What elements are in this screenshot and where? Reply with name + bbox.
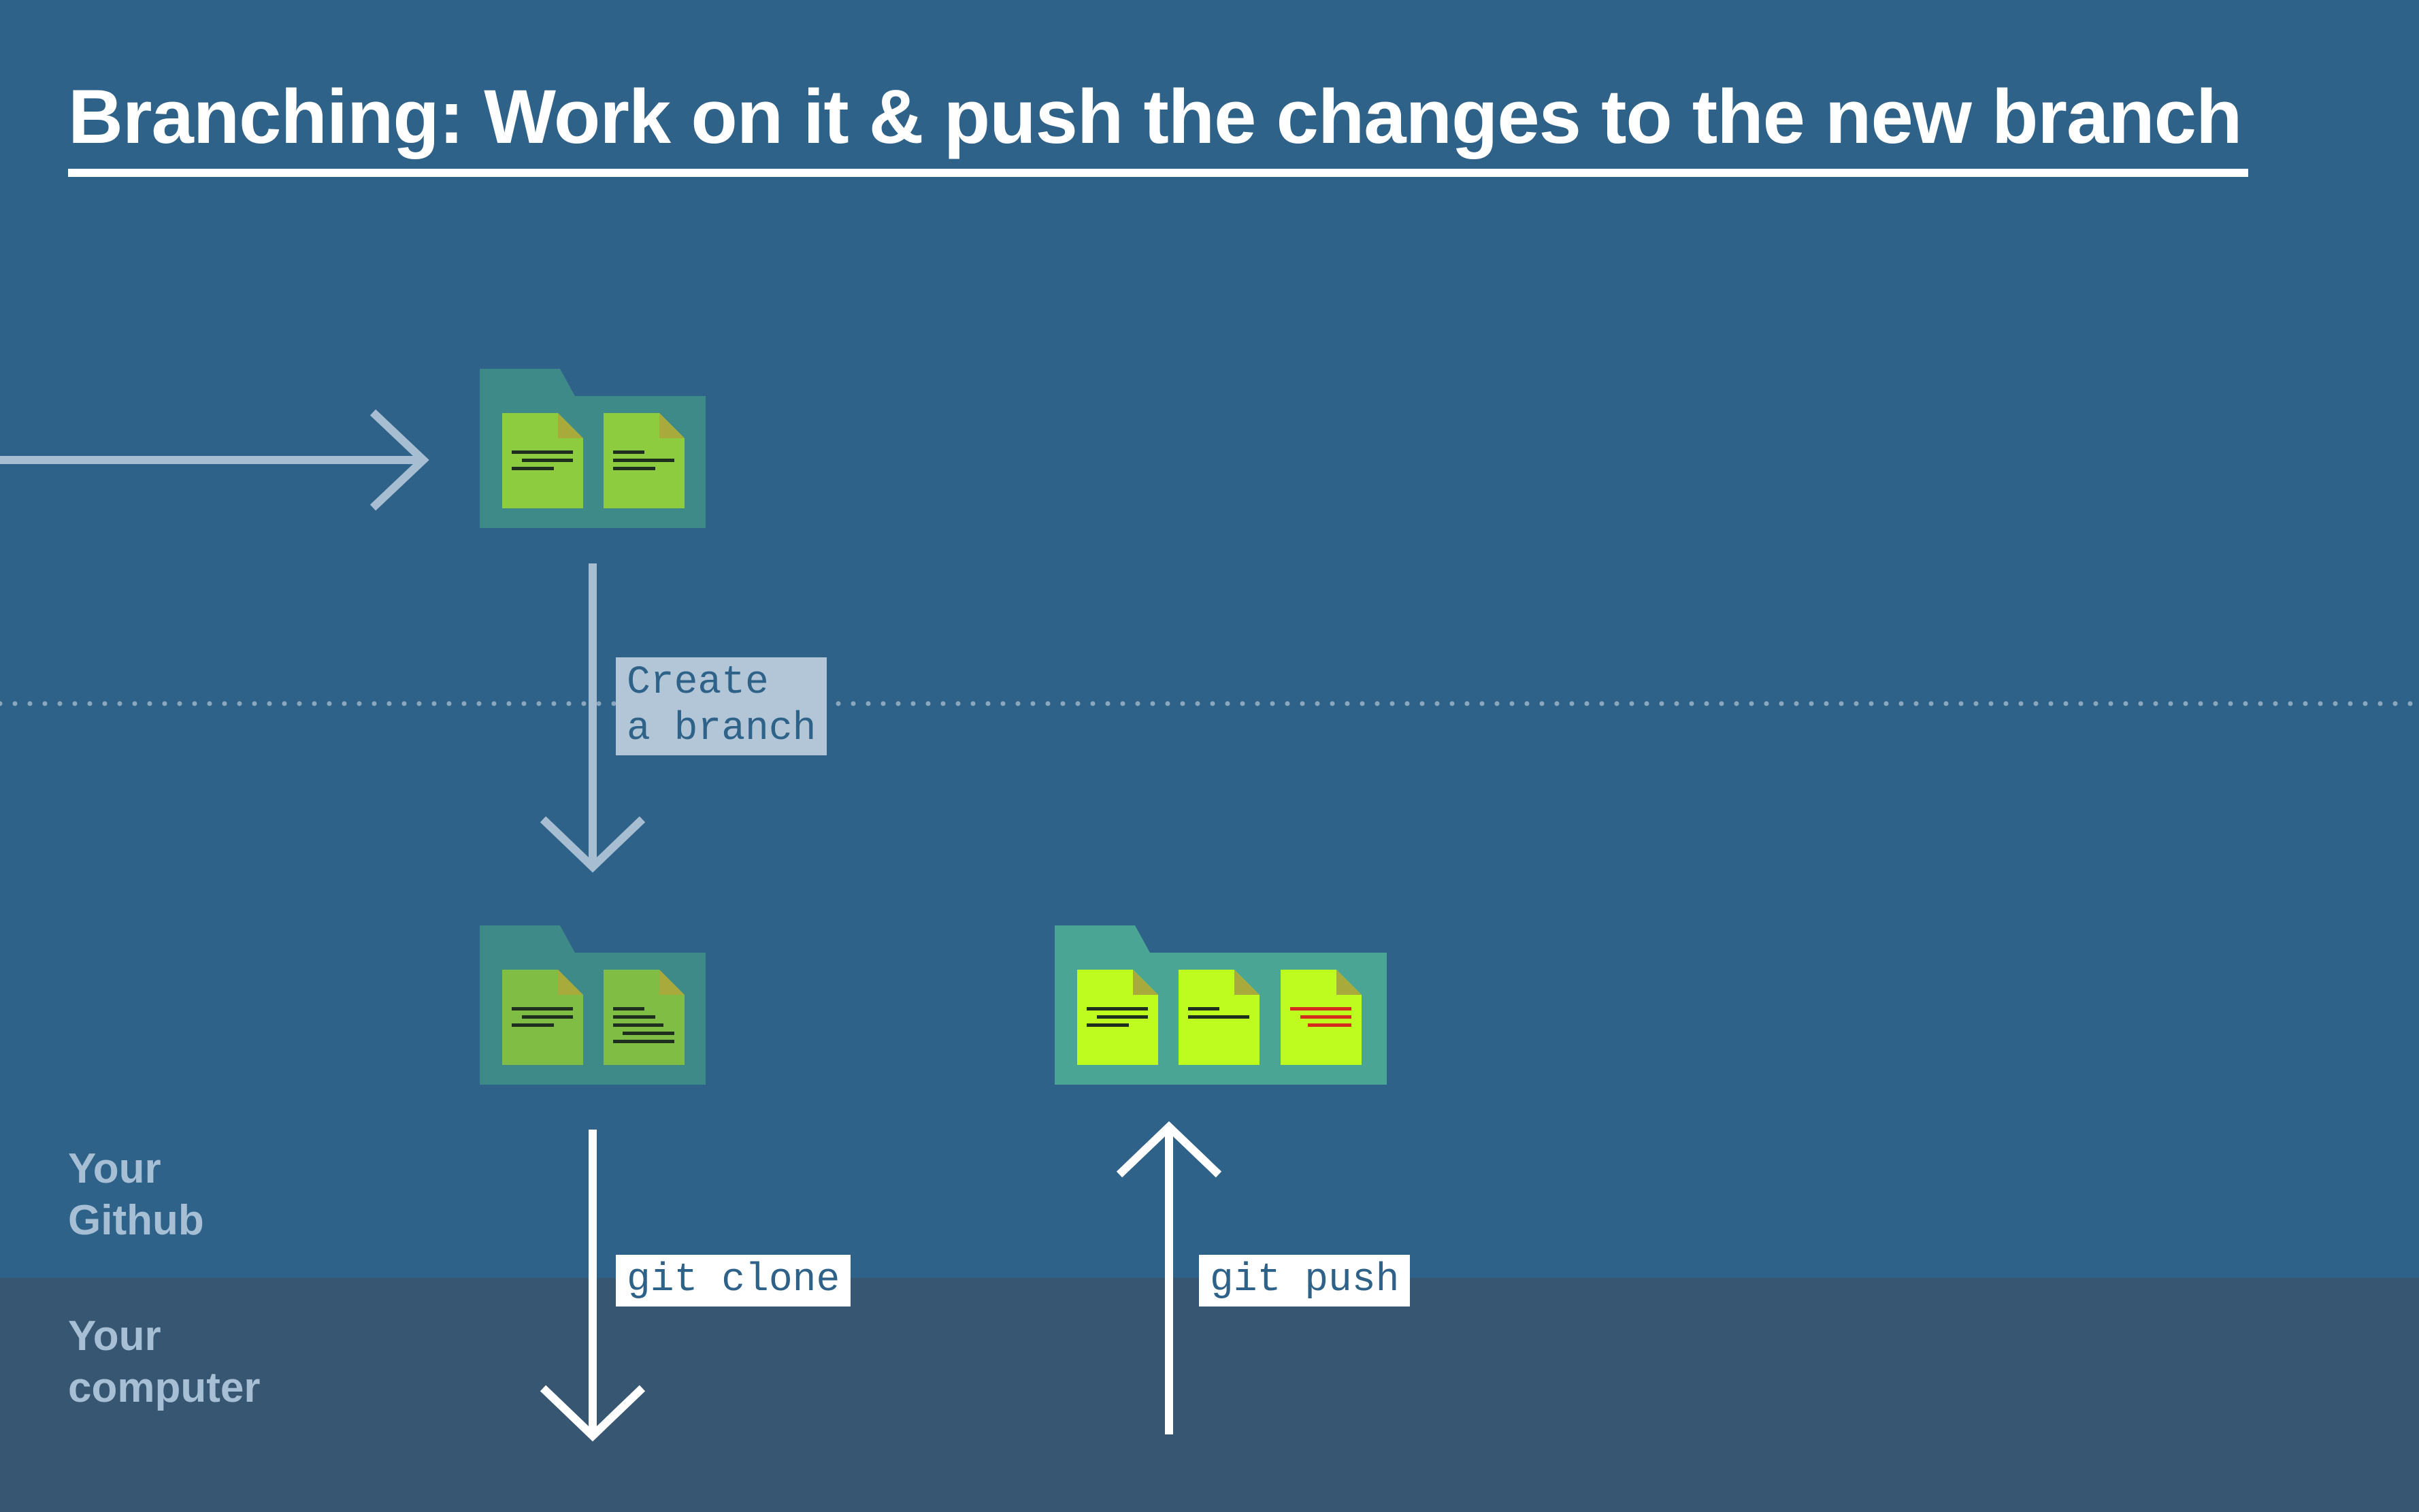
github-zone-label: Your Github [68, 1145, 204, 1244]
page-title: Branching: Work on it & push the changes… [68, 74, 2242, 159]
arrow-right-icon [0, 409, 429, 511]
changed-folder-icon [1055, 925, 1387, 1085]
branch-folder-icon [480, 925, 706, 1085]
title-underline [68, 169, 2248, 177]
git-clone-label: git clone [616, 1255, 851, 1306]
computer-zone [0, 1278, 2419, 1512]
git-push-label: git push [1199, 1255, 1411, 1306]
main-repo-folder-icon [480, 369, 706, 528]
file-icon [1077, 970, 1158, 1065]
file-icon [502, 970, 583, 1065]
github-divider [0, 701, 2419, 706]
file-icon [502, 413, 583, 508]
file-icon [604, 970, 685, 1065]
file-icon [604, 413, 685, 508]
file-icon [1281, 970, 1362, 1065]
arrow-down-icon [540, 1130, 646, 1442]
file-icon [1179, 970, 1260, 1065]
arrow-down-icon [540, 563, 646, 873]
create-branch-label: Create a branch [616, 657, 827, 755]
arrow-up-icon [1116, 1121, 1222, 1434]
computer-zone-label: Your computer [68, 1313, 261, 1411]
